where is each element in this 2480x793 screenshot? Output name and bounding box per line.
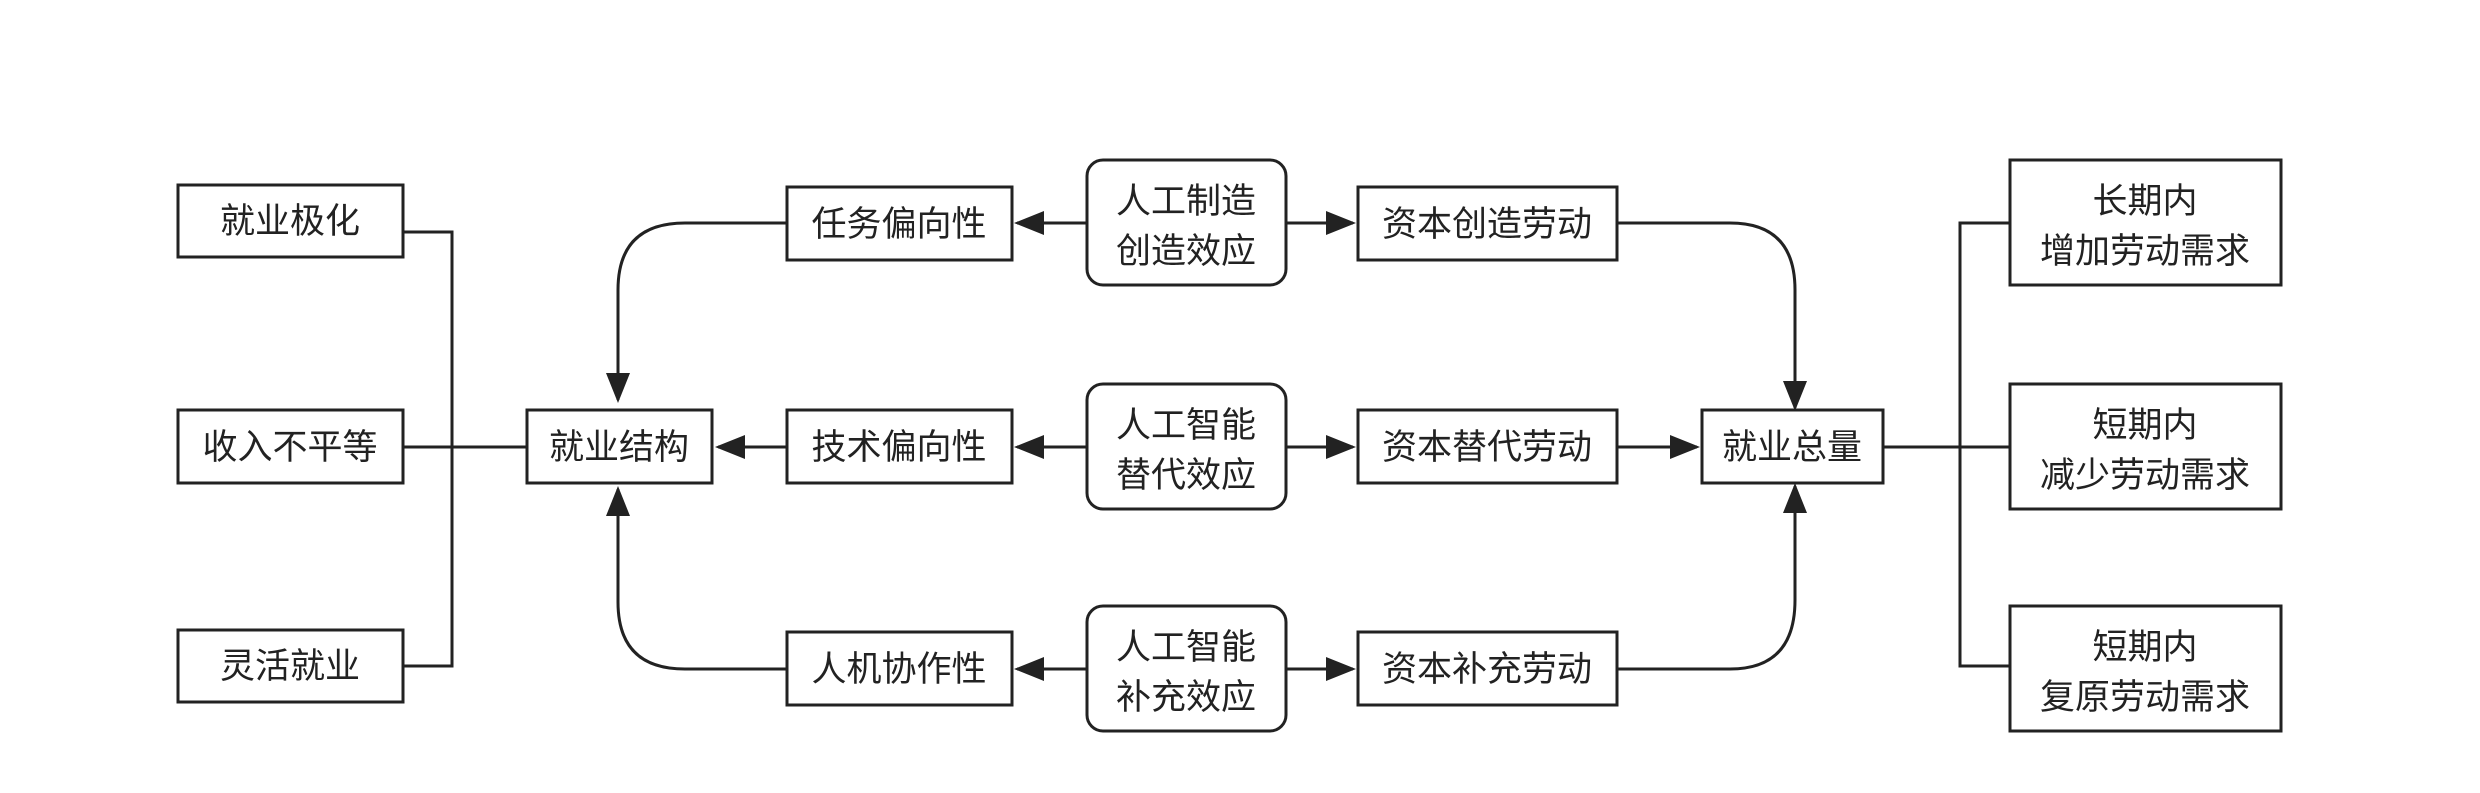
node-employment-structure: 就业结构 — [525, 408, 714, 485]
node-flexible-employment: 灵活就业 — [176, 628, 405, 704]
node-employment-polarization: 就业极化 — [176, 183, 405, 259]
node-creation-effect: 人工制造 创造效应 — [1085, 158, 1288, 287]
node-long-term-increase-line1: 长期内 — [2092, 182, 2197, 222]
node-short-term-decrease: 短期内 减少劳动需求 — [2008, 382, 2283, 511]
node-short-term-restore: 短期内 复原劳动需求 — [2008, 604, 2283, 733]
bracket-polarization — [403, 230, 454, 668]
node-capital-create: 资本创造劳动 — [1356, 185, 1619, 262]
node-complement-effect: 人工智能 补充效应 — [1085, 604, 1288, 733]
node-short-term-restore-line1: 短期内 — [2092, 628, 2197, 668]
edge-complement-to-total — [1617, 483, 1807, 671]
node-capital-complement: 资本补充劳动 — [1356, 630, 1619, 707]
node-substitution-effect-line2: 替代效应 — [1116, 456, 1256, 496]
node-complement-effect-line1: 人工智能 — [1116, 628, 1256, 668]
node-short-term-restore-line2: 复原劳动需求 — [2040, 678, 2250, 718]
node-human-machine: 人机协作性 — [785, 630, 1014, 707]
node-income-inequality-label: 收入不平等 — [202, 428, 377, 468]
node-employment-total-label: 就业总量 — [1722, 428, 1862, 468]
connectors — [403, 211, 2010, 681]
node-substitution-effect-line1: 人工智能 — [1116, 406, 1256, 446]
node-flexible-employment-label: 灵活就业 — [220, 647, 360, 687]
node-tech-bias-label: 技术偏向性 — [811, 428, 986, 468]
node-substitution-effect: 人工智能 替代效应 — [1085, 382, 1288, 511]
edge-create-to-total — [1617, 221, 1807, 411]
node-long-term-increase-line2: 增加劳动需求 — [2040, 232, 2250, 272]
node-short-term-decrease-line1: 短期内 — [2092, 406, 2197, 446]
bracket-outcomes — [1958, 221, 2010, 668]
node-tech-bias: 技术偏向性 — [785, 408, 1014, 485]
node-task-bias: 任务偏向性 — [785, 185, 1014, 262]
node-complement-effect-line2: 补充效应 — [1116, 678, 1256, 718]
edge-task-to-structure — [606, 221, 787, 403]
node-human-machine-label: 人机协作性 — [811, 650, 986, 690]
node-capital-substitute: 资本替代劳动 — [1356, 408, 1619, 485]
node-task-bias-label: 任务偏向性 — [811, 205, 986, 245]
node-capital-complement-label: 资本补充劳动 — [1382, 650, 1592, 690]
node-employment-polarization-label: 就业极化 — [220, 202, 360, 242]
edge-human-to-structure — [606, 486, 787, 671]
node-short-term-decrease-line2: 减少劳动需求 — [2040, 456, 2250, 496]
node-creation-effect-line1: 人工制造 — [1116, 182, 1256, 222]
node-employment-structure-label: 就业结构 — [549, 428, 689, 468]
node-creation-effect-line2: 创造效应 — [1116, 232, 1256, 272]
node-capital-substitute-label: 资本替代劳动 — [1382, 428, 1592, 468]
node-income-inequality: 收入不平等 — [176, 408, 405, 485]
node-capital-create-label: 资本创造劳动 — [1382, 205, 1592, 245]
node-employment-total: 就业总量 — [1700, 408, 1885, 485]
node-long-term-increase: 长期内 增加劳动需求 — [2008, 158, 2283, 287]
